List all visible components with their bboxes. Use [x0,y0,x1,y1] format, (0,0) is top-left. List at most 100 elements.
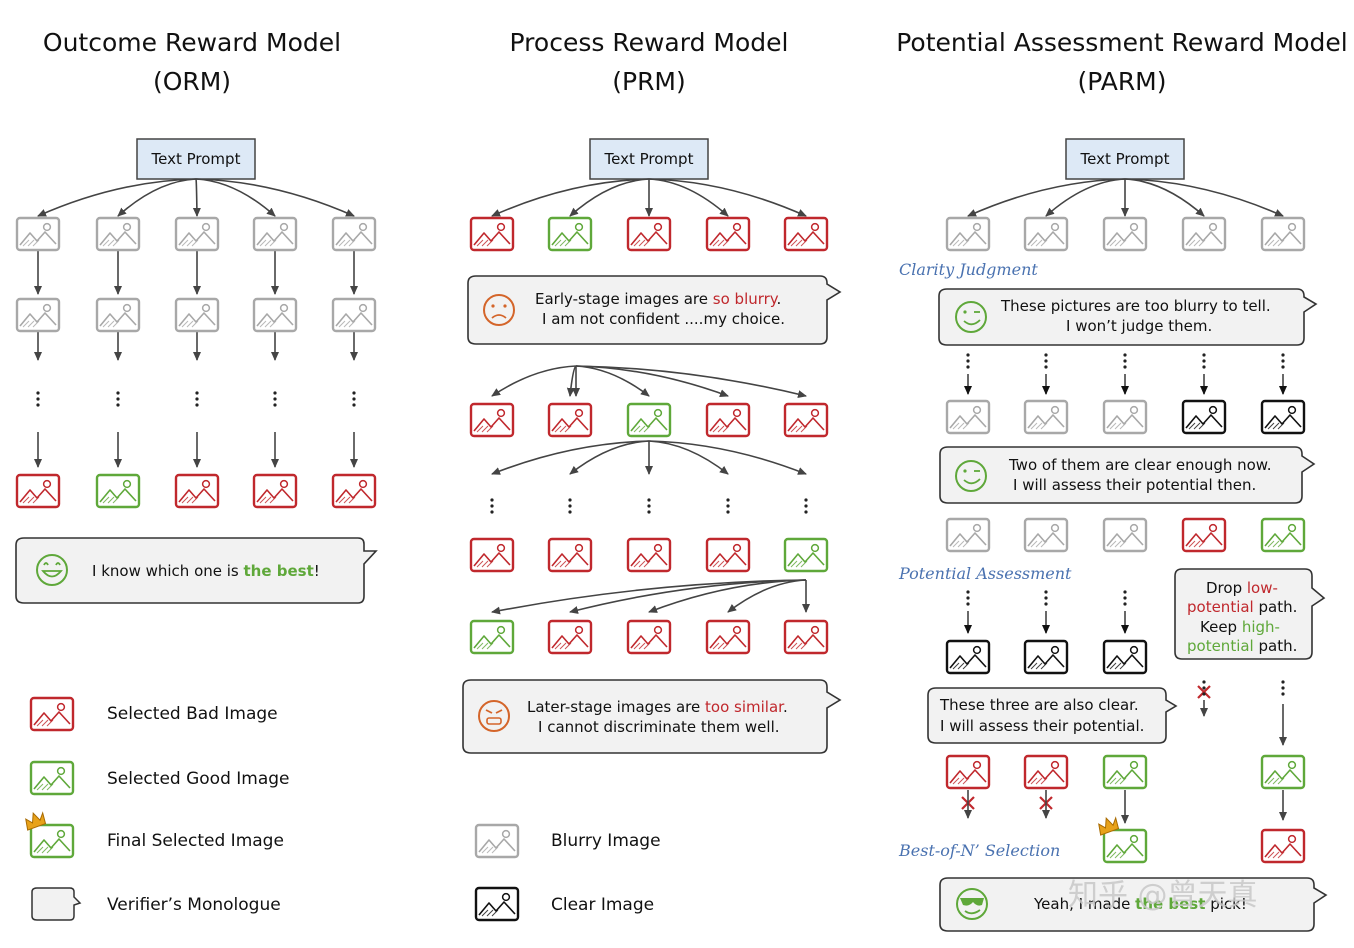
clear-image-icon [1102,639,1148,675]
bad-image-icon [469,537,515,573]
blurry-image-icon [945,399,991,435]
prm-text-prompt-box: Text Prompt [589,138,709,180]
blurry-image-icon [331,297,377,333]
parm-bubble-two-clear: Two of them are clear enough now. I will… [939,446,1316,504]
blurry-image-icon [331,216,377,252]
legend-good-label: Selected Good Image [107,769,290,789]
bad-image-icon [469,402,515,438]
blurry-image-icon [95,297,141,333]
bad-image-icon [783,402,829,438]
image-icon-layer [15,216,1306,922]
legend-bad-image-icon [29,696,75,732]
orm-bubble-text: I know which one is the best! [92,562,320,580]
good-image-icon [95,473,141,509]
ellipsis-dots [1202,353,1206,369]
ellipsis-dots [966,353,970,369]
parm-bubble-three-clear: These three are also clear. I will asses… [927,687,1178,744]
ellipsis-dots [116,391,120,407]
bad-image-icon [626,537,672,573]
legend-clear-label: Clear Image [551,895,654,915]
bad-image-icon [331,473,377,509]
good-image-icon [1102,754,1148,790]
clear-image-icon [1023,639,1069,675]
parm-bubble-two-clear-line2: I will assess their potential then. [1013,476,1256,494]
parm-bubble-two-clear-line1: Two of them are clear enough now. [1008,456,1271,474]
final-selected-image-icon [1098,816,1148,864]
ellipsis-dots [1202,680,1206,696]
clarity-judgment-label: Clarity Judgment [899,260,1038,279]
bad-image-icon [547,537,593,573]
ellipsis-dots [1044,353,1048,369]
keep-line2: potential path. [1187,637,1297,655]
ellipsis-dots [1281,680,1285,696]
orm-subtitle: (ORM) [153,67,231,96]
bad-image-icon [469,216,515,252]
prm-verifier-bubble-late: Later-stage images are too similar. I ca… [462,679,842,754]
keep-line1: Keep high- [1200,618,1280,636]
prompt-branch-arrow [195,178,276,217]
orm-text-prompt-box: Text Prompt [136,138,256,180]
prm-text-prompt-label: Text Prompt [604,150,694,168]
branch-arrow [566,365,577,397]
branch-arrow [575,365,807,398]
prompt-branch-arrow [648,178,807,217]
legend-good-image-icon [29,760,75,796]
crown-icon [25,811,47,831]
rejected-x-icon [1197,685,1211,699]
blurry-image-icon [1023,517,1069,553]
good-image-icon [1260,517,1306,553]
bad-image-icon [783,619,829,655]
ellipsis-dots [804,498,808,514]
branch-arrow [648,579,807,613]
watermark: 知乎 @曾天真 [1068,878,1258,913]
prompt-branch-arrow [1124,178,1284,217]
bad-image-icon [252,473,298,509]
parm-bubble-blurry-line2: I won’t judge them. [1066,317,1212,335]
parm-bubble-three-clear-line2: I will assess their potential. [940,717,1144,735]
prm-bubble-late-line2: I cannot discriminate them well. [538,718,780,736]
legend-blurry-label: Blurry Image [551,831,661,851]
parm-bubble-blurry-line1: These pictures are too blurry to tell. [1000,297,1271,315]
bad-image-icon [705,619,751,655]
prompt-branch-arrow [569,178,650,217]
bad-image-icon [626,619,672,655]
ellipsis-dots [36,391,40,407]
branch-arrow [648,440,807,475]
bad-image-icon [547,619,593,655]
parm-bubble-best-pick: Yeah, I made the best pick! [939,877,1328,932]
blurry-image-icon [252,297,298,333]
ellipsis-layer [36,353,1285,696]
prm-bubble-early-line2: I am not confident ....my choice. [542,310,785,328]
prompt-branch-arrow [117,178,197,217]
branch-arrow [569,440,650,475]
clear-image-icon [1260,399,1306,435]
branch-arrow [648,440,729,475]
blurry-image-icon [945,517,991,553]
ellipsis-dots [1281,353,1285,369]
ellipsis-dots [726,498,730,514]
blurry-image-icon [95,216,141,252]
drop-line1: Drop low- [1206,579,1278,597]
bad-image-icon [547,402,593,438]
good-image-icon [1260,754,1306,790]
blurry-image-icon [252,216,298,252]
best-of-n-selection-label: Best-of-N’ Selection [898,841,1060,860]
branch-arrow [727,579,807,613]
prompt-branch-arrow [192,178,201,217]
branch-arrow [575,365,650,397]
parm-bubble-drop-keep: Drop low- potential path. Keep high- pot… [1174,568,1326,660]
blurry-image-icon [15,297,61,333]
blurry-image-icon [945,216,991,252]
ellipsis-dots [966,590,970,606]
worried-face-icon [483,294,515,326]
prompt-branch-arrow [967,178,1126,217]
clear-image-icon [1181,399,1227,435]
parm-text-prompt-box: Text Prompt [1065,138,1185,180]
prm-subtitle: (PRM) [612,67,686,96]
ellipsis-dots [490,498,494,514]
orm-verifier-bubble: I know which one is the best! [15,537,378,604]
ellipsis-dots [195,391,199,407]
crown-icon [1098,816,1120,836]
parm-subtitle: (PARM) [1077,67,1166,96]
cool-face-icon [956,888,988,920]
